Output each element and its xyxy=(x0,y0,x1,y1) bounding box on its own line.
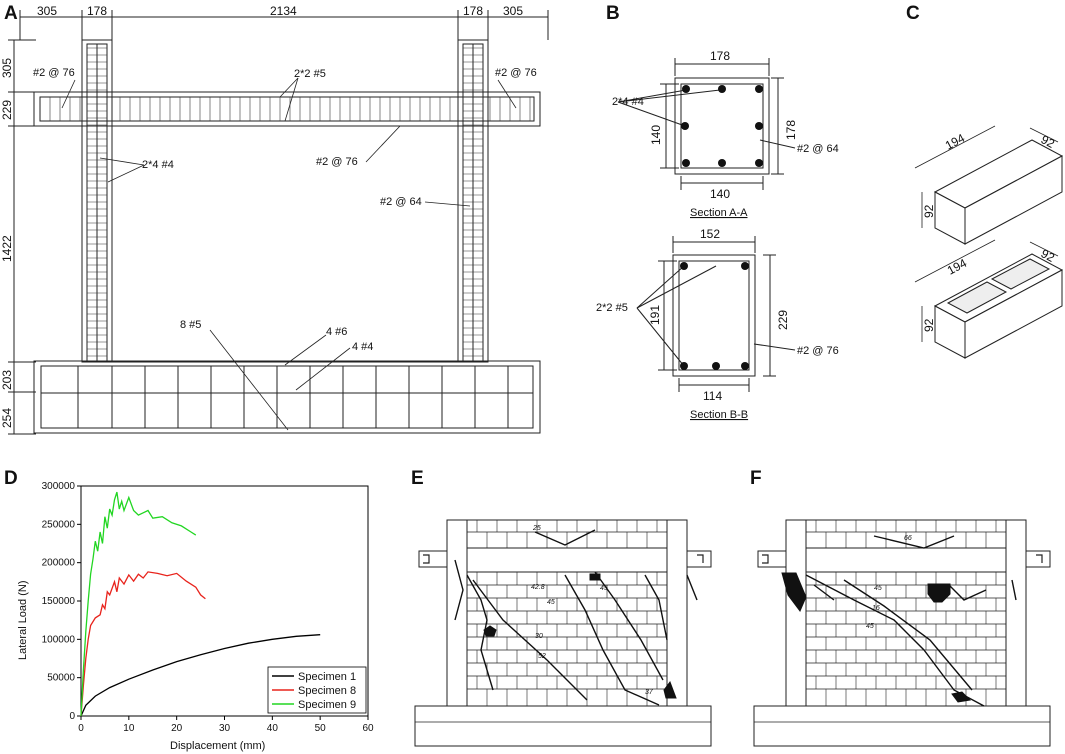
y-tick-label: 300000 xyxy=(42,481,76,492)
frame-leaders xyxy=(61,77,517,431)
crack-mark: 45 xyxy=(874,585,882,592)
crack-mark: 45 xyxy=(866,623,874,630)
crack-pattern-specimen-e: 25 42.8 30 45 52 45 37 xyxy=(414,519,712,747)
series-line-2 xyxy=(80,571,206,717)
panel-label-b: B xyxy=(606,3,620,24)
series-line-3 xyxy=(80,491,197,717)
section-b-b: 152 114 191 229 2*2 #5 #2 @ 76 Section B… xyxy=(596,227,839,421)
legend-entry: Specimen 9 xyxy=(298,699,356,711)
x-tick-label: 40 xyxy=(267,723,279,734)
hollow-block-height: 92 xyxy=(922,318,936,332)
y-tick-label: 250000 xyxy=(42,519,76,530)
series-line-1 xyxy=(80,634,321,717)
dim-top-3: 178 xyxy=(463,4,483,18)
dim-top-4: 305 xyxy=(503,4,523,18)
dim-left-2: 1422 xyxy=(0,235,14,262)
load-displacement-chart: 0 10 20 30 40 50 60 0 50000 100000 150000 200000 250… xyxy=(42,481,374,734)
crack-pattern-specimen-f: 66 45 16 45 xyxy=(753,519,1051,747)
ann-beam-bars: 2*2 #5 xyxy=(294,68,326,80)
hollow-block-width: 92 xyxy=(1039,246,1058,265)
sec-b-bottom-dim: 114 xyxy=(703,389,722,403)
sec-b-top-dim: 152 xyxy=(700,227,720,241)
x-tick-label: 30 xyxy=(219,723,231,734)
frame-dim-text: 305 178 2134 178 305 305 229 1422 203 25… xyxy=(0,4,537,428)
sec-b-title: Section B-B xyxy=(690,409,748,421)
dim-left-0: 305 xyxy=(0,58,14,78)
masonry-block-hollow xyxy=(914,239,1064,359)
panel-label-f: F xyxy=(750,468,762,489)
legend-entry: Specimen 8 xyxy=(298,685,356,697)
y-tick-label: 200000 xyxy=(42,558,76,569)
panel-label-c: C xyxy=(906,3,920,24)
sec-b-ties: #2 @ 76 xyxy=(797,345,839,357)
ann-column-ties: #2 @ 64 xyxy=(380,196,422,208)
ann-footing-bars: 8 #5 xyxy=(180,319,201,331)
y-axis-label: Lateral Load (N) xyxy=(17,581,29,661)
x-axis-label: Displacement (mm) xyxy=(170,740,265,752)
dim-left-3: 203 xyxy=(0,370,14,390)
sec-b-left-dim: 191 xyxy=(648,305,662,325)
x-tick-label: 0 xyxy=(78,723,84,734)
x-tick-label: 50 xyxy=(315,723,327,734)
crack-mark: 45 xyxy=(547,599,555,606)
panel-label-d: D xyxy=(4,468,18,489)
crack-mark: 42.8 xyxy=(531,584,545,591)
crack-mark: 25 xyxy=(532,525,541,532)
panel-label-a: A xyxy=(4,3,18,24)
sec-a-bars: 2*4 #4 xyxy=(612,96,644,108)
sec-a-top-dim: 178 xyxy=(710,49,730,63)
dim-top-1: 178 xyxy=(87,4,107,18)
legend-entry: Specimen 1 xyxy=(298,671,356,683)
dim-left-1: 229 xyxy=(0,100,14,120)
ann-beam-ties-mid: #2 @ 76 xyxy=(316,156,358,168)
sec-a-right-dim: 178 xyxy=(784,120,798,140)
masonry-block-solid xyxy=(914,125,1064,245)
crack-mark: 52 xyxy=(538,653,546,660)
ann-beam-ties-right: #2 @ 76 xyxy=(495,67,537,79)
x-tick-label: 20 xyxy=(171,723,183,734)
frame-elevation xyxy=(8,10,549,435)
crack-mark: 30 xyxy=(535,633,543,640)
ann-beam-ties-left: #2 @ 76 xyxy=(33,67,75,79)
x-tick-label: 60 xyxy=(362,723,374,734)
y-tick-label: 0 xyxy=(69,711,75,722)
sec-b-right-dim: 229 xyxy=(776,310,790,330)
dim-top-0: 305 xyxy=(37,4,57,18)
sec-a-bottom-dim: 140 xyxy=(710,187,730,201)
y-tick-label: 150000 xyxy=(42,596,76,607)
sec-b-bars: 2*2 #5 xyxy=(596,302,628,314)
crack-mark: 66 xyxy=(904,535,912,542)
dim-left-4: 254 xyxy=(0,408,14,428)
ann-footing-mid: 4 #4 xyxy=(352,341,373,353)
y-tick-label: 100000 xyxy=(42,634,76,645)
ann-column-bars: 2*4 #4 xyxy=(142,159,174,171)
y-tick-label: 50000 xyxy=(47,673,75,684)
section-a-a: 178 140 140 178 2*4 #4 #2 @ 64 Section A… xyxy=(612,49,839,219)
sec-a-ties: #2 @ 64 xyxy=(797,143,839,155)
beam-stirrups xyxy=(49,97,531,121)
column-ties xyxy=(87,47,483,357)
ann-footing-top: 4 #6 xyxy=(326,326,347,338)
solid-block-width: 92 xyxy=(1039,132,1058,151)
crack-mark: 16 xyxy=(872,605,880,612)
x-tick-label: 10 xyxy=(123,723,135,734)
solid-block-height: 92 xyxy=(922,204,936,218)
sec-a-left-dim: 140 xyxy=(649,125,663,145)
panel-label-e: E xyxy=(411,468,424,489)
hollow-block-length: 194 xyxy=(945,256,970,278)
crack-mark: 37 xyxy=(645,689,654,696)
solid-block-length: 194 xyxy=(943,131,968,153)
dim-top-2: 2134 xyxy=(270,4,297,18)
crack-mark: 45 xyxy=(600,585,608,592)
sec-a-title: Section A-A xyxy=(690,207,748,219)
